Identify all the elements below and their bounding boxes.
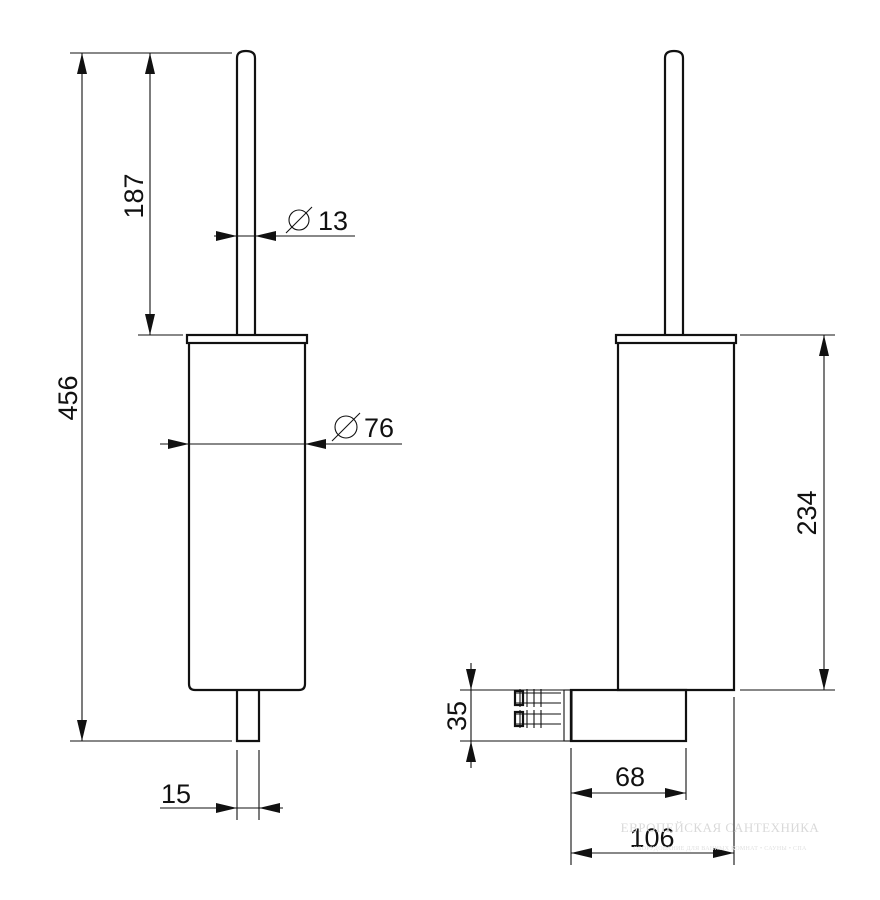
watermark: ЕВРОПЕЙСКАЯ САНТЕХНИКА ОБОРУДОВАНИЕ ДЛЯ … [621, 820, 820, 852]
wall-screw-icon [513, 710, 561, 728]
dimension-body-height: 234 [740, 334, 835, 691]
cylinder-body [187, 343, 307, 692]
label-handle-diameter: 13 [318, 206, 348, 236]
label-body-height: 234 [792, 490, 822, 535]
watermark-title: ЕВРОПЕЙСКАЯ САНТЕХНИКА [621, 820, 820, 835]
watermark-subtitle: ОБОРУДОВАНИЕ ДЛЯ ВАННЫХ КОМНАТ • САУНЫ •… [633, 846, 807, 852]
dimension-handle-diameter: 13 [214, 206, 355, 241]
cylinder-body [616, 343, 736, 692]
wall-plate [563, 689, 573, 742]
front-view [185, 49, 309, 743]
dimension-handle-length: 187 [119, 53, 183, 336]
label-bracket-depth: 68 [615, 762, 645, 792]
handle-rod [235, 49, 257, 335]
dimension-bracket-height: 35 [442, 663, 565, 768]
wall-bracket [569, 688, 688, 743]
label-handle-length: 187 [119, 173, 149, 218]
label-bracket-height: 35 [442, 701, 472, 731]
label-overall-depth: 106 [629, 823, 674, 853]
dimension-total-height: 456 [53, 52, 232, 742]
label-pin-width: 15 [161, 779, 191, 809]
dimension-bracket-depth: 68 [570, 748, 687, 865]
dimension-body-diameter: 76 [160, 412, 402, 449]
bottom-pin [235, 690, 261, 743]
wall-screw-icon [513, 689, 561, 707]
diameter-symbol-icon [331, 412, 361, 442]
side-view [513, 49, 738, 743]
label-total-height: 456 [53, 375, 83, 420]
lid [614, 333, 738, 345]
lid [185, 333, 309, 345]
label-body-diameter: 76 [364, 413, 394, 443]
dimension-pin-width: 15 [160, 750, 283, 820]
diameter-symbol-icon [285, 206, 313, 234]
handle-rod [663, 49, 685, 335]
dimension-overall-depth: 106 [571, 697, 735, 865]
